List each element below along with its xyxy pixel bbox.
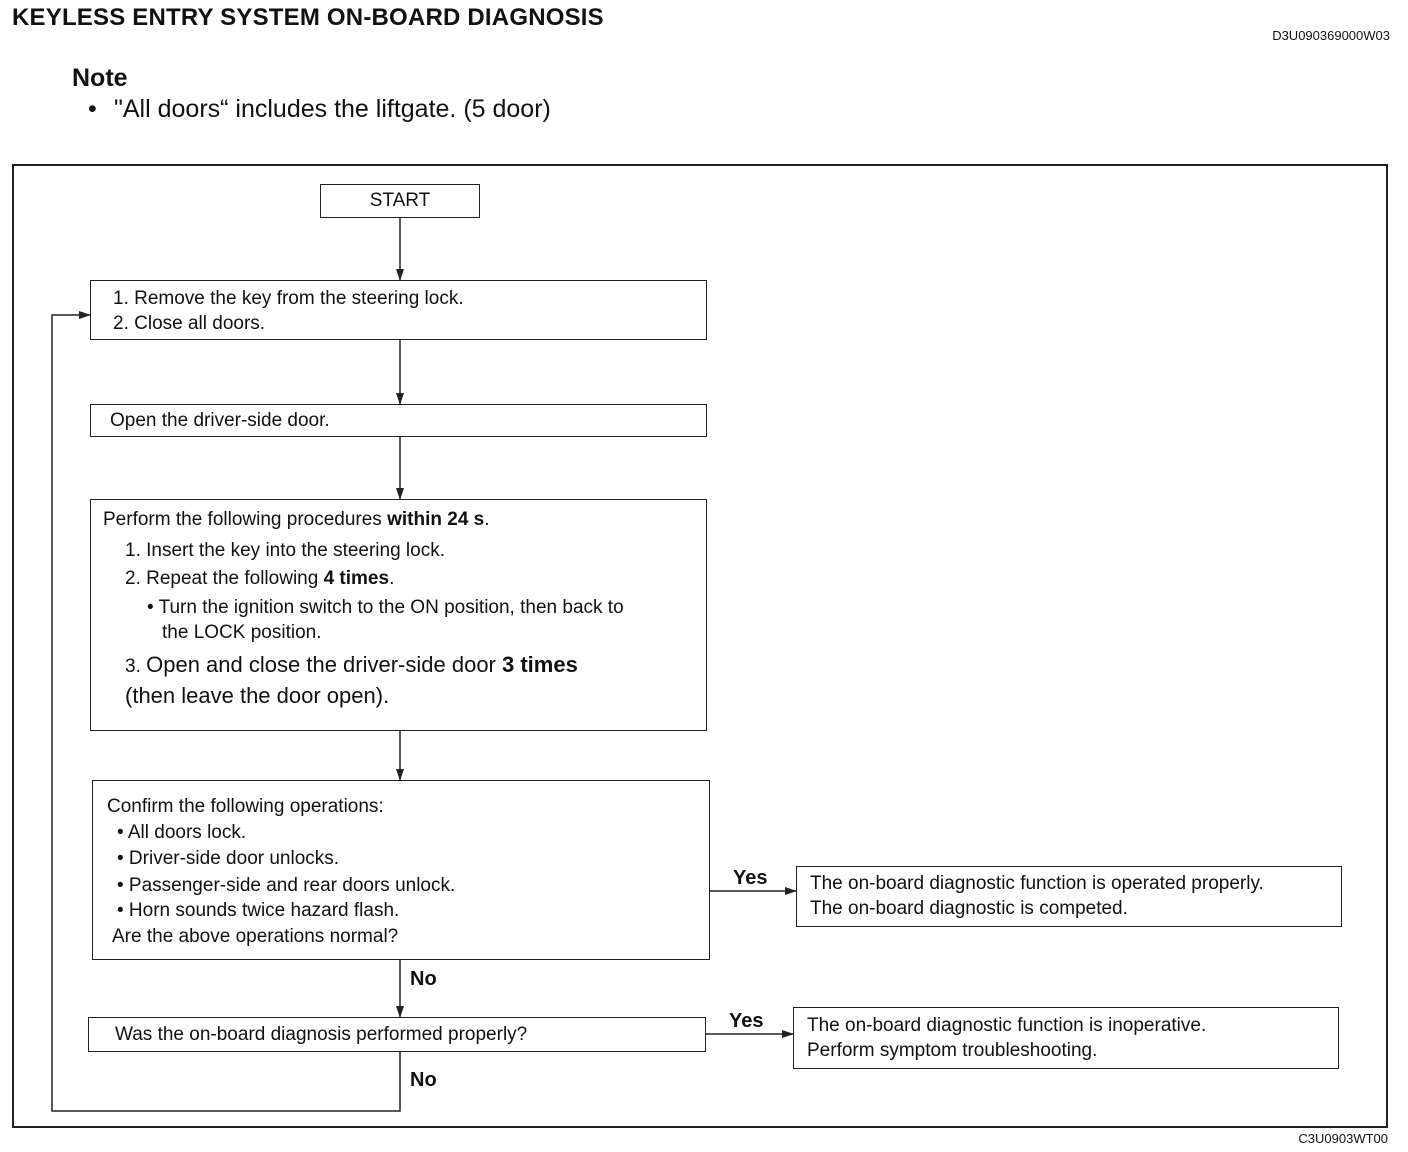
step4-box: Confirm the following operations: • All … — [92, 780, 710, 960]
step3-intro-end: . — [484, 509, 490, 530]
step3-item2-end: . — [389, 568, 395, 590]
note-item: • "All doors“ includes the liftgate. (5 d… — [88, 95, 551, 124]
step2-box: Open the driver-side door. — [90, 404, 707, 437]
step3-item3-bold: 3 times — [502, 652, 578, 678]
loop-back-line — [51, 311, 401, 1112]
document-code: D3U090369000W03 — [1272, 28, 1390, 43]
step2-text: Open the driver-side door. — [110, 410, 330, 431]
flowchart-frame — [12, 164, 1388, 1128]
page-title: KEYLESS ENTRY SYSTEM ON-BOARD DIAGNOSIS — [12, 4, 604, 31]
step3-item3: 3. Open and close the driver-side door 3… — [103, 651, 706, 680]
note-heading: Note — [72, 64, 128, 92]
step3-item1: 1. Insert the key into the steering lock… — [125, 539, 446, 561]
step3-sub-line1: • Turn the ignition switch to the ON pos… — [147, 597, 624, 619]
result-fail-line1: The on-board diagnostic function is inop… — [807, 1015, 1207, 1036]
start-label: START — [369, 190, 431, 211]
step3-intro-text: Perform the following procedures — [103, 509, 388, 530]
step3-item3-line2: (then leave the door open). — [125, 683, 390, 709]
result-ok-line1: The on-board diagnostic function is oper… — [810, 873, 1264, 894]
step1-line2: 2. Close all doors. — [113, 312, 266, 334]
no-label-1: No — [410, 968, 437, 990]
step3-item2-text: 2. Repeat the following — [125, 568, 324, 590]
step5-box: Was the on-board diagnosis performed pro… — [88, 1017, 706, 1052]
yes-label-2: Yes — [729, 1010, 764, 1032]
bullet-icon: • — [88, 95, 97, 123]
step4-item-3: • Passenger-side and rear doors unlock. — [117, 875, 456, 897]
result-ok-box: The on-board diagnostic function is oper… — [796, 866, 1342, 927]
step3-intro: Perform the following procedures within … — [103, 508, 706, 533]
step4-item-4: • Horn sounds twice hazard flash. — [117, 899, 400, 921]
step4-item-1: • All doors lock. — [117, 821, 247, 843]
figure-code: C3U0903WT00 — [1298, 1131, 1388, 1146]
result-ok-line2: The on-board diagnostic is competed. — [810, 897, 1128, 919]
step4-intro: Confirm the following operations: — [107, 796, 384, 817]
step3-item2: 2. Repeat the following 4 times. — [103, 567, 706, 592]
step1-line1: 1. Remove the key from the steering lock… — [113, 288, 464, 309]
step3-intro-bold: within 24 s — [387, 509, 485, 530]
step1-box: 1. Remove the key from the steering lock… — [90, 280, 707, 340]
step3-item2-bold: 4 times — [323, 568, 390, 590]
step3-item3-text: Open and close the driver-side door — [146, 652, 502, 678]
step4-question: Are the above operations normal? — [112, 926, 399, 948]
step4-item-2: • Driver-side door unlocks. — [117, 848, 340, 870]
result-fail-box: The on-board diagnostic function is inop… — [793, 1007, 1339, 1069]
yes-label-1: Yes — [733, 867, 768, 889]
no-label-2: No — [410, 1069, 437, 1091]
step3-item3-num: 3. — [125, 656, 147, 678]
result-fail-line2: Perform symptom troubleshooting. — [807, 1039, 1098, 1061]
note-text: "All doors“ includes the liftgate. (5 do… — [114, 95, 551, 123]
step3-sub-line2: the LOCK position. — [162, 621, 322, 643]
start-box: START — [320, 184, 480, 218]
step5-question: Was the on-board diagnosis performed pro… — [115, 1024, 528, 1045]
step3-box: Perform the following procedures within … — [90, 499, 707, 731]
